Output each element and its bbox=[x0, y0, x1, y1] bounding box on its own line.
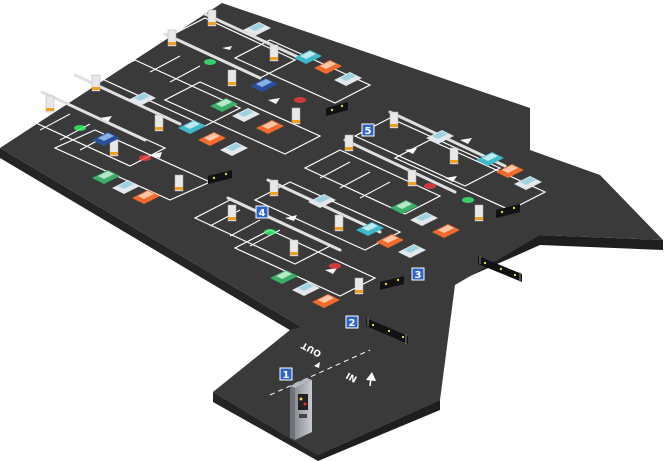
zone-badge-5: 5 bbox=[361, 123, 375, 137]
barrier-gate-icon bbox=[163, 32, 262, 80]
car-icon bbox=[356, 222, 384, 236]
car-icon bbox=[198, 132, 226, 146]
car-icon bbox=[92, 170, 120, 184]
car-icon bbox=[514, 176, 542, 190]
car-icon bbox=[132, 190, 160, 204]
bay-zone-4b bbox=[233, 229, 377, 297]
car-icon bbox=[432, 224, 460, 238]
floor-slab-side bbox=[0, 148, 663, 461]
floor bbox=[0, 3, 663, 455]
in-label: IN bbox=[344, 372, 358, 386]
arrow-icon bbox=[460, 138, 472, 144]
barrier-gate-icon bbox=[203, 12, 302, 60]
kiosk-icon bbox=[290, 378, 312, 440]
car-icon bbox=[314, 60, 342, 74]
guidance-sign-icon bbox=[326, 102, 348, 116]
car-icon bbox=[256, 120, 284, 134]
zone-badges: 1 2 3 4 5 bbox=[255, 123, 425, 381]
car-icon bbox=[232, 108, 260, 122]
arrow-icon bbox=[314, 362, 320, 368]
arrow-icon bbox=[325, 268, 337, 274]
zone-badge-4: 4 bbox=[255, 205, 269, 219]
zone-badge-2-label: 2 bbox=[349, 318, 356, 329]
guidance-sign-icon bbox=[208, 170, 232, 184]
zone-badge-3-label: 3 bbox=[415, 270, 422, 281]
floor-arrows bbox=[100, 46, 472, 274]
car-icon bbox=[220, 142, 248, 156]
car-icon bbox=[390, 200, 418, 214]
arrow-icon bbox=[222, 46, 232, 50]
car-icon bbox=[92, 132, 120, 146]
barrier-gate-icon bbox=[343, 138, 457, 194]
barrier-gate-icon bbox=[226, 196, 342, 252]
zone-badge-4-label: 4 bbox=[259, 208, 266, 219]
car-icon bbox=[250, 78, 278, 92]
arrow-icon bbox=[445, 176, 457, 182]
parking-bays bbox=[23, 17, 547, 297]
car-icon bbox=[112, 180, 140, 194]
bay-zone-mid-a bbox=[303, 149, 442, 215]
guidance-sign-icon bbox=[496, 204, 520, 218]
cars bbox=[92, 22, 542, 308]
car-icon bbox=[308, 194, 336, 208]
car-icon bbox=[334, 72, 362, 86]
bay-zone-c2 bbox=[53, 129, 212, 201]
car-icon bbox=[376, 234, 404, 248]
sensor-lights bbox=[74, 59, 474, 269]
car-icon bbox=[426, 130, 454, 144]
bollards bbox=[45, 9, 484, 295]
car-icon bbox=[398, 244, 426, 258]
zone-badge-3: 3 bbox=[411, 267, 425, 281]
car-icon bbox=[294, 50, 322, 64]
car-icon bbox=[210, 98, 238, 112]
arrow-icon bbox=[100, 116, 112, 122]
car-icon bbox=[410, 212, 438, 226]
arrow-icon bbox=[268, 98, 280, 104]
arrow-icon bbox=[285, 215, 297, 221]
arrow-icon bbox=[150, 152, 162, 158]
car-icon bbox=[292, 282, 320, 296]
bay-zone-a2 bbox=[233, 39, 372, 104]
guidance-sign-icon bbox=[380, 276, 404, 290]
car-icon bbox=[312, 294, 340, 308]
car-icon bbox=[128, 92, 156, 106]
arrow-icon bbox=[405, 148, 417, 154]
zone-badge-5-label: 5 bbox=[365, 126, 372, 137]
zone-badge-1-label: 1 bbox=[283, 370, 290, 381]
bay-zone-b2 bbox=[163, 81, 322, 155]
car-icon bbox=[178, 120, 206, 134]
car-icon bbox=[243, 22, 271, 36]
guidance-sign-icon bbox=[366, 318, 408, 344]
zone-badge-1: 1 bbox=[279, 367, 293, 381]
barrier-gate-icon bbox=[40, 90, 147, 142]
zone-badge-2: 2 bbox=[345, 315, 359, 329]
guidance-sign-icon bbox=[478, 256, 522, 282]
arrow-icon bbox=[366, 372, 376, 381]
car-icon bbox=[270, 270, 298, 284]
bay-zone-4c bbox=[253, 181, 402, 251]
car-icon bbox=[476, 152, 504, 166]
guidance-signs bbox=[208, 102, 522, 344]
car-icon bbox=[496, 164, 524, 178]
